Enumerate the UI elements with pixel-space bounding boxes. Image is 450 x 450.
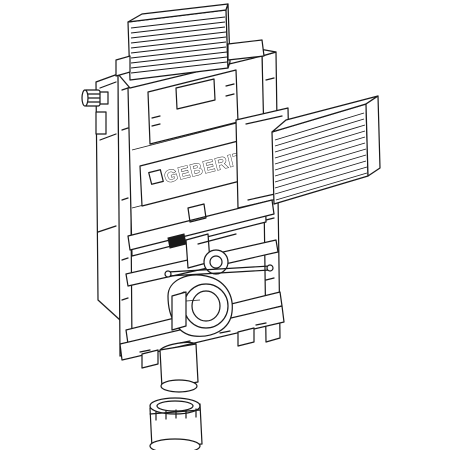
frame-left-side-panel [95, 73, 121, 321]
actuator-frame [147, 69, 239, 145]
outlet-pipe [159, 341, 199, 393]
brand-plate: GEBERIT [139, 137, 253, 207]
tie-rods [164, 264, 274, 278]
drain-elbow [167, 274, 233, 337]
top-box-hatching [130, 16, 228, 74]
water-supply-connection [81, 89, 109, 107]
side-protective-box [235, 95, 381, 209]
pipe-adapter-fitting [149, 397, 203, 450]
top-protective-box [115, 3, 265, 81]
side-box-hatching [274, 112, 368, 201]
flush-valve-assembly [167, 203, 237, 275]
